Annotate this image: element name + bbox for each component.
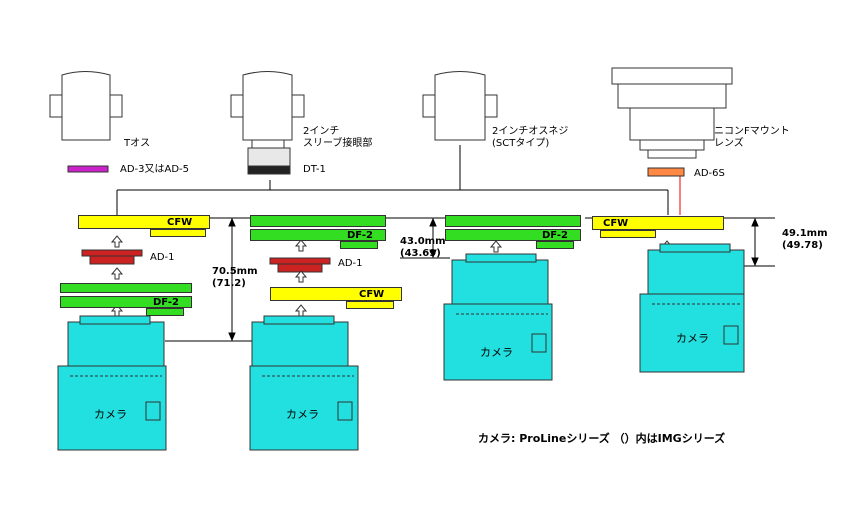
cfw-plate-3-base [600, 230, 656, 238]
df2-label-3: DF-2 [542, 230, 568, 241]
cfw-plate-3: CFW [592, 216, 724, 230]
df2-plate-2-base [340, 241, 378, 249]
footnote: カメラ: ProLineシリーズ （）内はIMGシリーズ [478, 432, 726, 445]
cfw-plate-2-base [346, 301, 394, 309]
ad6s-label: AD-6S [694, 168, 725, 179]
nikon-lens-label: ニコンFマウント レンズ [714, 126, 790, 149]
df2-plate-3 [445, 215, 581, 227]
ad1-label-a: AD-1 [150, 252, 175, 263]
df2-label-1: DF-2 [153, 297, 179, 308]
cfw-plate-2: CFW [270, 287, 402, 301]
camera-label-1: カメラ [94, 408, 127, 421]
df2-plate-2 [250, 215, 386, 227]
df2-label-2: DF-2 [347, 230, 373, 241]
df2-plate-3b: DF-2 [445, 229, 581, 241]
sct-scope-label: 2インチオスネジ (SCTタイプ) [492, 126, 569, 149]
dimension-label-1: 70.5mm (71.2) [212, 266, 258, 289]
dt1-label: DT-1 [303, 164, 326, 175]
df2-plate-3-base [536, 241, 574, 249]
dimension-label-2: 43.0mm (43.69) [400, 236, 446, 259]
df2-plate-1-base [146, 308, 184, 316]
cfw-label-3: CFW [603, 218, 629, 229]
cfw-plate-1-base [150, 229, 206, 237]
cfw-label-1: CFW [167, 217, 193, 228]
df2-plate-1b: DF-2 [60, 296, 192, 308]
ad3-ad5-label: AD-3又はAD-5 [120, 164, 190, 175]
t-scope-label: Tオス [124, 138, 151, 149]
dimension-label-3: 49.1mm (49.78) [782, 228, 828, 251]
cfw-plate-1: CFW [78, 215, 210, 229]
sleeve-scope-label: 2インチ スリーブ接眼部 [303, 126, 373, 149]
df2-plate-2b: DF-2 [250, 229, 386, 241]
df2-plate-1 [60, 283, 192, 293]
ad1-label-b: AD-1 [338, 258, 363, 269]
camera-label-4: カメラ [676, 332, 709, 345]
cfw-label-2: CFW [359, 289, 385, 300]
camera-label-2: カメラ [286, 408, 319, 421]
camera-label-3: カメラ [480, 346, 513, 359]
